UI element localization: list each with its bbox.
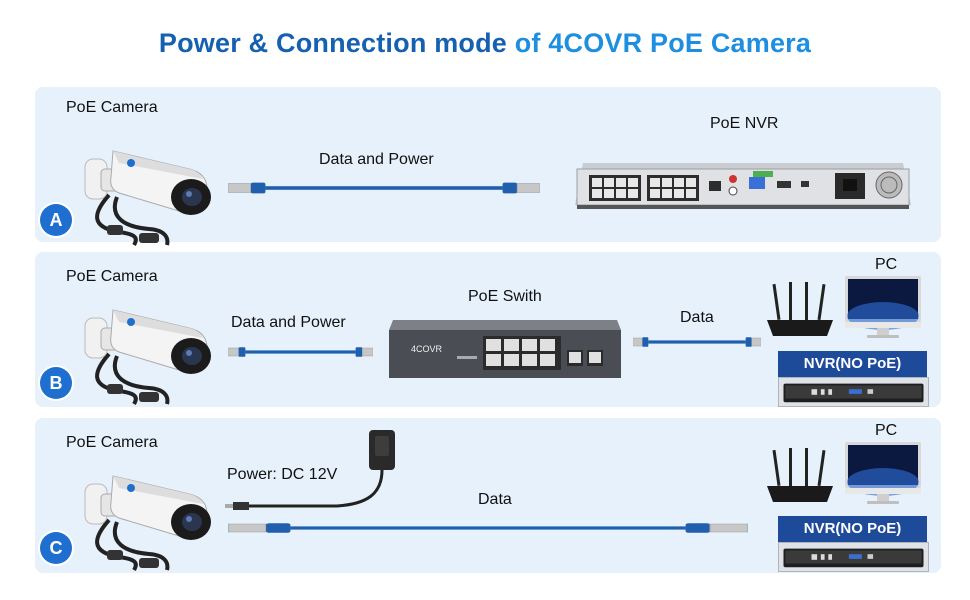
nvr-box <box>778 377 929 407</box>
power-label: Power: DC 12V <box>227 466 338 483</box>
cable-label: Data and Power <box>231 314 346 331</box>
router-icon <box>765 446 835 506</box>
cable-label: Data and Power <box>319 151 434 168</box>
poe-camera-image <box>79 296 219 406</box>
nvr-label: NVR(NO PoE) <box>778 351 927 377</box>
poe-camera-image <box>79 137 219 247</box>
router-icon <box>765 280 835 340</box>
nvr-device-icon <box>779 543 928 571</box>
section-badge: A <box>40 204 72 236</box>
section-badge: C <box>40 532 72 564</box>
section-a-panel: PoE Camera Data and Power PoE NVR A <box>35 87 941 242</box>
nvr-device-icon <box>779 378 928 406</box>
data-label: Data <box>680 309 714 326</box>
switch-label: PoE Swith <box>468 288 542 305</box>
device-label: PoE NVR <box>710 115 779 132</box>
title-main: Power & Connection mode <box>158 28 508 58</box>
ethernet-cable <box>228 179 540 197</box>
section-b-panel: PoE Camera Data and Power PoE Swith 4COV… <box>35 252 941 407</box>
pc-monitor-icon <box>843 440 923 506</box>
ethernet-cable <box>633 334 761 350</box>
ethernet-cable <box>228 520 748 536</box>
camera-label: PoE Camera <box>66 268 158 285</box>
pc-monitor-icon <box>843 274 923 340</box>
title-accent: of 4COVR PoE Camera <box>507 28 812 58</box>
poe-switch-image <box>389 320 621 378</box>
poe-nvr-image <box>575 163 911 209</box>
camera-label: PoE Camera <box>66 99 158 116</box>
switch-brand-text: 4COVR <box>411 344 443 354</box>
camera-label: PoE Camera <box>66 434 158 451</box>
pc-label: PC <box>875 256 898 273</box>
power-adapter-image <box>225 430 395 510</box>
data-label: Data <box>478 491 512 508</box>
section-badge: B <box>40 367 72 399</box>
page-title: Power & Connection mode of 4COVR PoE Cam… <box>0 28 970 59</box>
pc-label: PC <box>875 422 898 439</box>
nvr-label: NVR(NO PoE) <box>778 516 927 542</box>
section-c-panel: PoE Camera Power: DC 12V Data PC NVR(NO … <box>35 418 941 573</box>
nvr-box <box>778 542 929 572</box>
poe-camera-image <box>79 462 219 572</box>
ethernet-cable <box>228 344 373 360</box>
